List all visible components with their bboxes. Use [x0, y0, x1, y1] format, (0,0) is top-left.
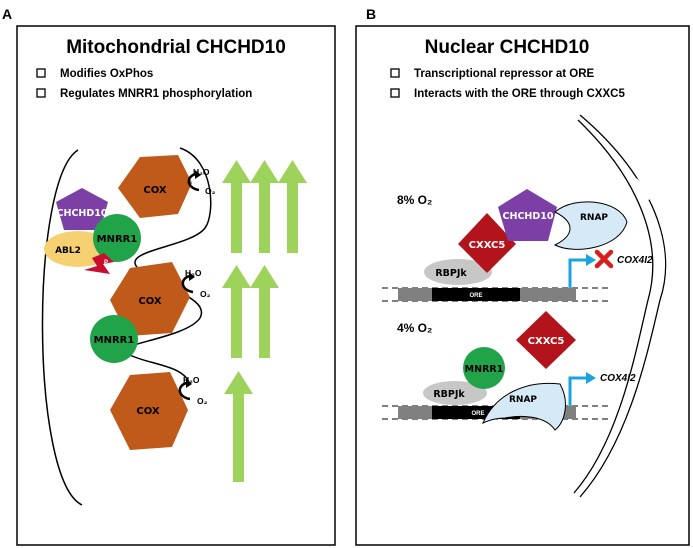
up-arrow-icon — [222, 265, 251, 358]
rbpjk-protein-2 — [423, 381, 487, 405]
condition-4-label: 4% O₂ — [397, 321, 432, 335]
rnap-label-2: RNAP — [509, 395, 537, 405]
cox-label-3: COX — [136, 406, 159, 417]
panel-b-letter: B — [366, 6, 376, 22]
panel-b-title: Nuclear CHCHD10 — [425, 37, 590, 58]
curved-arrow-icon — [178, 381, 191, 401]
rnap-protein-2 — [482, 382, 566, 431]
nuclear-envelope-outer — [579, 114, 667, 498]
condition-8-label: 8% O₂ — [397, 193, 432, 207]
up-arrow-icon — [278, 160, 307, 253]
up-arrow-icon — [250, 265, 279, 358]
abl2-label: ABL2 — [55, 246, 81, 256]
mnrr1-label-1: MNRR1 — [97, 234, 138, 245]
panel-b: B Nuclear CHCHD10 Transcriptional repres… — [355, 6, 690, 546]
mito-outer-membrane — [41, 149, 83, 506]
tss-arrow-2 — [568, 376, 588, 406]
chchd10-label-b: CHCHD10 — [503, 211, 554, 222]
cxxc5-label-2: CXXC5 — [528, 336, 565, 347]
bullet-box-1 — [36, 68, 46, 78]
nuclear-envelope-inner — [573, 119, 654, 494]
bullet-box-2 — [36, 88, 46, 98]
tss-arrowhead-icon — [586, 372, 596, 384]
o2-label-2: O₂ — [200, 289, 211, 299]
up-arrow-icon — [222, 160, 251, 253]
cox-complex-3 — [110, 372, 188, 450]
ore-label-1: ORE — [469, 293, 482, 299]
ore-element-1 — [432, 288, 520, 301]
panel-a-border — [16, 25, 336, 546]
oxygen-reduction-2: H₂O O₂ — [181, 268, 211, 299]
tss-arrow-1 — [568, 258, 588, 288]
panel-a-bullet-1: Modifies OxPhos — [60, 68, 153, 80]
panel-a: A Mitochondrial CHCHD10 Modifies OxPhos … — [2, 6, 336, 546]
gene-label-1: COX4I2 — [617, 255, 653, 266]
curved-arrow-icon — [187, 172, 200, 192]
cox-complex-2 — [110, 262, 190, 336]
arrowhead-icon — [195, 170, 201, 179]
nuclear-pore — [631, 379, 648, 410]
o2-label-1: O₂ — [205, 186, 216, 196]
rbpjk-label-1: RBPJk — [435, 268, 467, 279]
panel-a-letter: A — [2, 6, 12, 22]
oxphos-increase-arrows-top — [222, 160, 307, 253]
panel-b-bullet-2: Interacts with the ORE through CXXC5 — [414, 88, 625, 100]
chchd10-label-a: CHCHD10 — [57, 208, 108, 219]
oxphos-increase-arrows-middle — [222, 265, 279, 358]
panel-b-bullet-1: Transcriptional repressor at ORE — [414, 68, 595, 80]
gene-label-2: COX4I2 — [600, 373, 636, 384]
panel-b-border — [355, 25, 690, 546]
bullet-box-3 — [390, 68, 400, 78]
rnap-protein-1 — [553, 201, 628, 250]
chchd10-protein-b — [498, 189, 557, 241]
chchd10-protein-a — [56, 188, 108, 230]
cox-label-2: COX — [138, 296, 161, 307]
o2-label-3: O₂ — [197, 396, 208, 406]
oxygen-reduction-1: H₂O O₂ — [187, 167, 216, 196]
h2o-label-2: H₂O — [185, 268, 202, 278]
panel-a-title: Mitochondrial CHCHD10 — [66, 37, 286, 58]
cox-label-1: COX — [143, 185, 166, 196]
h2o-label-3: H₂O — [183, 375, 200, 385]
rbpjk-label-2: RBPJk — [433, 389, 465, 400]
rbpjk-protein-1 — [424, 259, 492, 285]
cxxc5-protein-1 — [458, 213, 516, 273]
ore-label-2: ORE — [471, 411, 484, 417]
curved-arrow-icon — [181, 274, 194, 294]
h2o-label-1: H₂O — [193, 167, 210, 177]
oxygen-reduction-3: H₂O O₂ — [178, 375, 208, 406]
nuclear-pore — [633, 178, 651, 201]
mnrr1-protein-2 — [90, 315, 138, 363]
bullet-box-4 — [390, 88, 400, 98]
up-arrow-icon — [250, 160, 279, 253]
oxphos-increase-arrows-bottom — [224, 371, 253, 482]
mnrr1-label-b: MNRR1 — [465, 364, 504, 375]
tss-arrowhead-icon — [586, 254, 596, 266]
rnap-label-1: RNAP — [580, 213, 608, 223]
mnrr1-label-2: MNRR1 — [94, 335, 135, 346]
cox-complex-1 — [118, 155, 192, 218]
arrowhead-icon — [189, 272, 195, 281]
cxxc5-label-1: CXXC5 — [469, 240, 506, 251]
phospho-label: P — [104, 260, 108, 266]
arrowhead-icon — [186, 379, 192, 388]
repression-x-icon — [594, 249, 614, 269]
up-arrow-icon — [224, 371, 253, 482]
mnrr1-protein-1 — [93, 214, 141, 262]
cxxc5-protein-2 — [516, 311, 576, 369]
mnrr1-protein-b — [463, 347, 505, 389]
phospho-lightning-icon — [84, 253, 114, 274]
panel-a-bullet-2: Regulates MNRR1 phosphorylation — [60, 88, 252, 100]
